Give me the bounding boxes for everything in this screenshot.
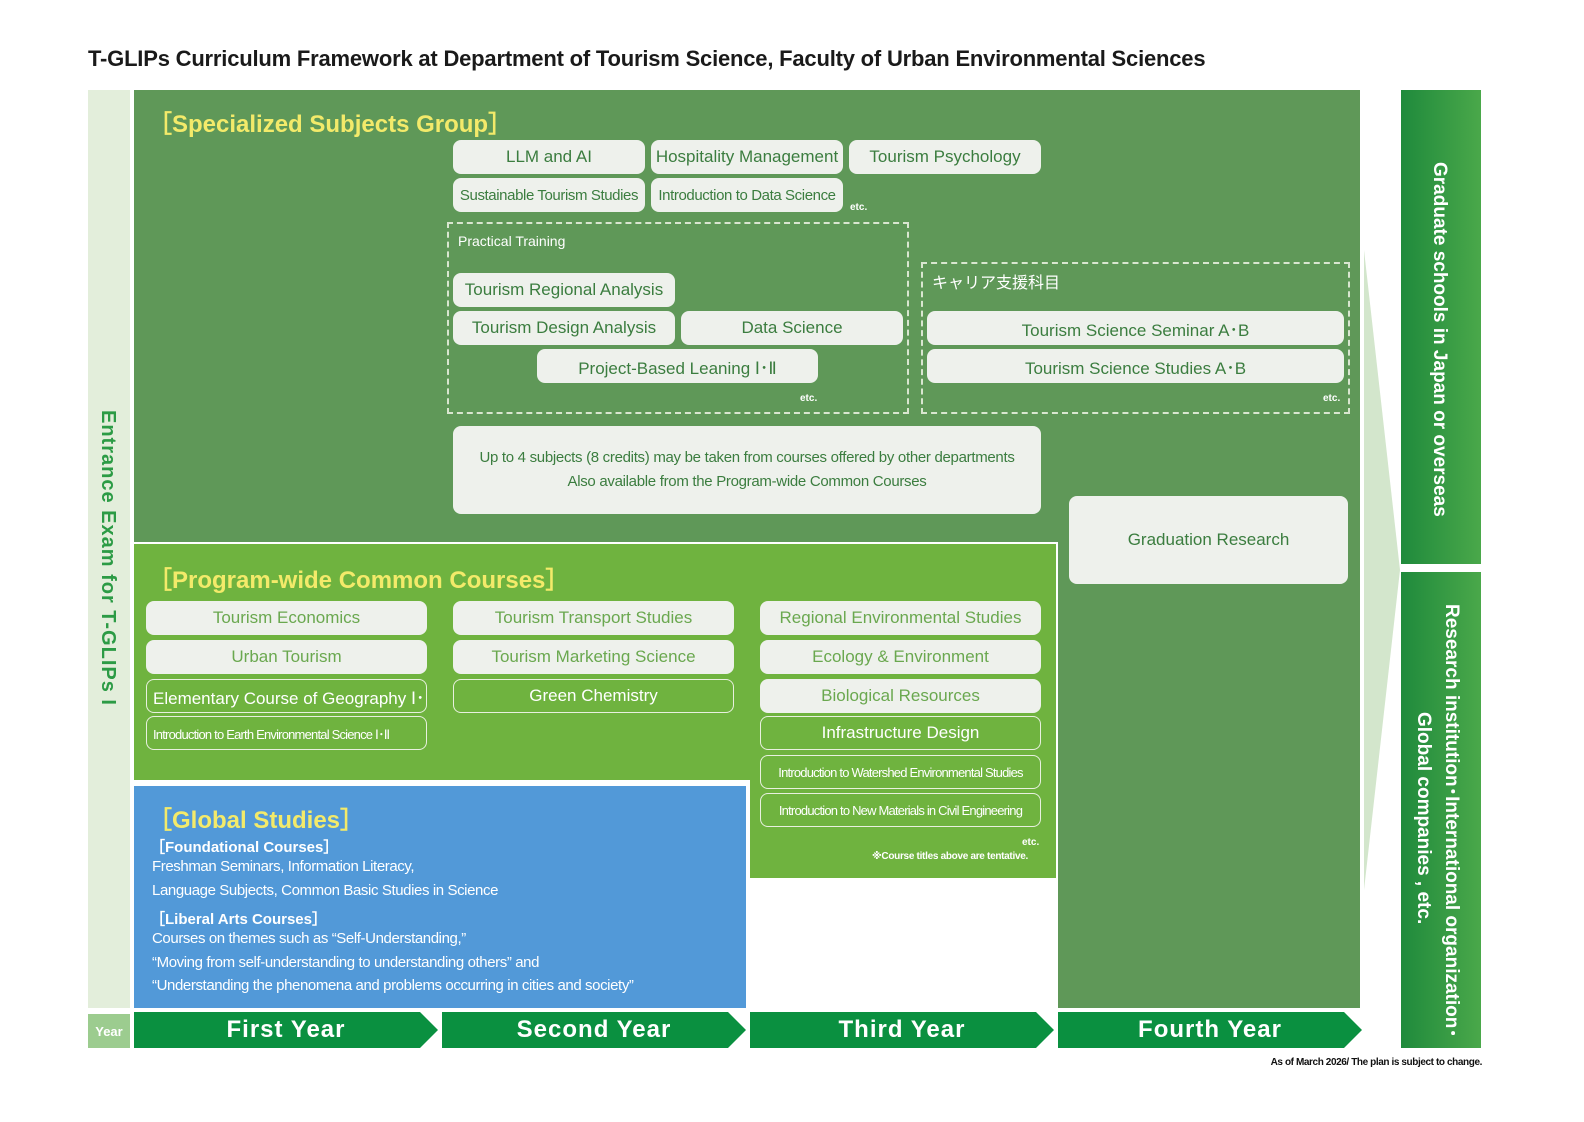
global-studies-title: ［Global Studies］ [148, 807, 365, 834]
entrance-bar [88, 90, 130, 1008]
etc-note: etc. [850, 202, 868, 213]
liberal-arts-heading: ［Liberal Arts Courses］ [150, 911, 327, 928]
year-second: Second Year [442, 1012, 746, 1048]
subject-intro-data-science: Introduction to Data Science [651, 178, 843, 212]
global-studies-area [134, 786, 746, 1008]
flow-arrow [1364, 250, 1400, 890]
outcome-research-box [1401, 572, 1481, 1048]
specialized-title: ［Specialized Subjects Group］ [148, 111, 513, 138]
liberal-arts-line-3: “Understanding the phenomena and problem… [152, 977, 634, 994]
subject-hospitality-management: Hospitality Management [651, 140, 843, 174]
practical-training-box [447, 222, 909, 414]
practical-tourism-regional-analysis: Tourism Regional Analysis [453, 273, 675, 307]
practical-tourism-design-analysis: Tourism Design Analysis [453, 311, 675, 345]
foundational-courses-heading: ［Foundational Courses］ [150, 839, 339, 856]
common-etc-note: etc. [1022, 837, 1040, 848]
common-earth-science: Introduction to Earth Environmental Scie… [146, 716, 427, 750]
common-urban-tourism: Urban Tourism [146, 640, 427, 674]
career-support-box [921, 262, 1350, 414]
practical-data-science: Data Science [681, 311, 903, 345]
common-tentative-note: ※Course titles above are tentative. [872, 851, 1028, 862]
practical-etc-note: etc. [800, 393, 818, 404]
common-regional-environmental: Regional Environmental Studies [760, 601, 1041, 635]
common-new-materials: Introduction to New Materials in Civil E… [760, 793, 1041, 827]
outcome-graduate-schools-box [1401, 90, 1481, 564]
liberal-arts-line-2: “Moving from self-understanding to under… [152, 954, 540, 971]
career-studies: Tourism Science Studies A･B [927, 349, 1344, 383]
other-department-note: Up to 4 subjects (8 credits) may be take… [453, 426, 1041, 514]
footnote: As of March 2026/ The plan is subject to… [1270, 1057, 1483, 1068]
common-infrastructure-design: Infrastructure Design [760, 716, 1041, 750]
common-biological-resources: Biological Resources [760, 679, 1041, 713]
career-seminar: Tourism Science Seminar A･B [927, 311, 1344, 345]
common-ecology-environment: Ecology & Environment [760, 640, 1041, 674]
common-tourism-economics: Tourism Economics [146, 601, 427, 635]
common-watershed: Introduction to Watershed Environmental … [760, 755, 1041, 789]
common-tourism-marketing: Tourism Marketing Science [453, 640, 734, 674]
foundational-courses-line-1: Freshman Seminars, Information Literacy, [152, 858, 415, 875]
entrance-label: Entrance Exam for T-GLIPs I [97, 410, 119, 706]
year-label: Year [88, 1014, 130, 1048]
outcome-graduate-schools: Graduate schools in Japan or overseas [1429, 162, 1450, 517]
other-department-line-1: Up to 4 subjects (8 credits) may be take… [479, 449, 1015, 466]
practical-project-based-learning: Project-Based Leaning Ⅰ･Ⅱ [537, 349, 818, 383]
foundational-courses-line-2: Language Subjects, Common Basic Studies … [152, 882, 499, 899]
career-etc-note: etc. [1323, 393, 1341, 404]
year-fourth: Fourth Year [1058, 1012, 1362, 1048]
graduation-research: Graduation Research [1069, 496, 1348, 584]
common-geography: Elementary Course of Geography Ⅰ･Ⅱ [146, 679, 427, 713]
outcome-research-line-1: Research institution･International organ… [1441, 604, 1462, 1038]
year-third: Third Year [750, 1012, 1054, 1048]
liberal-arts-line-1: Courses on themes such as “Self-Understa… [152, 930, 466, 947]
subject-sustainable-tourism: Sustainable Tourism Studies [453, 178, 645, 212]
common-title: ［Program-wide Common Courses］ [148, 567, 570, 594]
practical-training-label: Practical Training [458, 233, 566, 249]
subject-llm-ai: LLM and AI [453, 140, 645, 174]
common-tourism-transport: Tourism Transport Studies [453, 601, 734, 635]
career-support-label: キャリア支援科目 [932, 275, 1061, 292]
subject-tourism-psychology: Tourism Psychology [849, 140, 1041, 174]
common-area-third-year [750, 778, 1056, 878]
specialized-area-fourth-year [1058, 540, 1360, 1008]
page-title: T-GLIPs Curriculum Framework at Departme… [88, 46, 1206, 71]
year-first: First Year [134, 1012, 438, 1048]
outcome-research-line-2: Global companies , etc. [1413, 712, 1434, 925]
common-green-chemistry: Green Chemistry [453, 679, 734, 713]
year-label-text: Year [95, 1023, 123, 1039]
other-department-line-2: Also available from the Program-wide Com… [567, 473, 927, 490]
